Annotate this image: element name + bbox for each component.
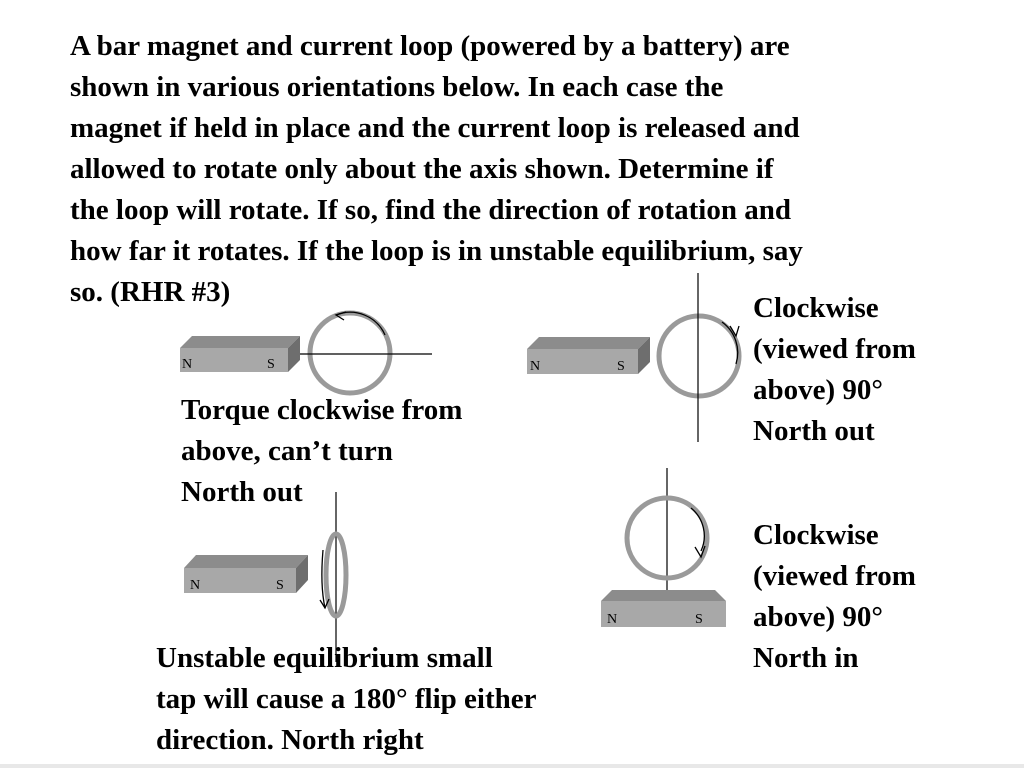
answer-line: (viewed from	[753, 560, 916, 592]
problem-line: shown in various orientations below. In …	[70, 71, 724, 103]
answer-line: Clockwise	[753, 292, 879, 324]
north-pole-label: N	[607, 612, 617, 627]
case-2-diagram: N S	[527, 273, 742, 442]
case-2-answer: Clockwise (viewed from above) 90° North …	[753, 288, 916, 452]
current-loop	[624, 495, 710, 581]
problem-line: allowed to rotate only about the axis sh…	[70, 153, 774, 185]
magnet-front-face	[527, 349, 638, 374]
bar-magnet: N S	[180, 336, 300, 372]
current-direction-arrow	[690, 507, 705, 552]
magnet-top-face	[601, 590, 726, 601]
bar-magnet: N S	[601, 590, 726, 627]
case-3-diagram: N S	[184, 492, 349, 662]
current-direction-arrow	[321, 549, 326, 609]
answer-line: direction. North right	[156, 724, 424, 756]
problem-line: the loop will rotate. If so, find the di…	[70, 194, 791, 226]
south-pole-label: S	[617, 359, 625, 374]
answer-line: North out	[181, 476, 303, 508]
answer-line: tap will cause a 180° flip either	[156, 683, 537, 715]
arrowhead	[319, 598, 330, 610]
magnet-top-face	[184, 555, 308, 568]
bar-magnet: N S	[184, 555, 308, 593]
current-loop	[307, 310, 393, 396]
north-pole-label: N	[530, 359, 540, 374]
case-1-answer: Torque clockwise from above, can’t turn …	[181, 390, 462, 513]
magnet-front-face	[180, 348, 288, 372]
slide-bottom-border	[0, 764, 1024, 768]
case-3-answer: Unstable equilibrium small tap will caus…	[156, 638, 537, 761]
magnet-top-face	[527, 337, 650, 349]
north-pole-label: N	[182, 357, 192, 372]
magnet-front-face	[184, 568, 296, 593]
arrowhead	[729, 325, 740, 338]
magnet-side-face	[296, 555, 308, 593]
arrowhead	[334, 311, 347, 321]
answer-line: above, can’t turn	[181, 435, 393, 467]
answer-line: above) 90°	[753, 374, 884, 406]
north-pole-label: N	[190, 578, 200, 593]
problem-line: magnet if held in place and the current …	[70, 112, 800, 144]
magnet-top-face	[180, 336, 300, 348]
answer-line: Unstable equilibrium small	[156, 642, 493, 674]
case-1-diagram: N S	[180, 310, 432, 396]
bar-magnet: N S	[527, 337, 650, 374]
case-4-answer: Clockwise (viewed from above) 90° North …	[753, 515, 916, 679]
magnet-side-face	[638, 337, 650, 374]
answer-line: Torque clockwise from	[181, 394, 463, 426]
problem-statement: A bar magnet and current loop (powered b…	[70, 26, 960, 313]
answer-line: North in	[753, 642, 859, 674]
answer-line: North out	[753, 415, 875, 447]
magnet-side-face	[288, 336, 300, 372]
current-loop	[323, 531, 349, 619]
problem-line: so. (RHR #3)	[70, 276, 231, 308]
current-loop	[656, 313, 742, 399]
south-pole-label: S	[695, 612, 703, 627]
answer-line: Clockwise	[753, 519, 879, 551]
answer-line: (viewed from	[753, 333, 916, 365]
south-pole-label: S	[276, 578, 284, 593]
answer-line: above) 90°	[753, 601, 884, 633]
case-4-diagram: N S	[601, 468, 726, 627]
south-pole-label: S	[267, 357, 275, 372]
current-direction-arrow	[721, 321, 739, 365]
problem-line: A bar magnet and current loop (powered b…	[70, 30, 790, 62]
arrowhead	[694, 545, 706, 559]
problem-line: how far it rotates. If the loop is in un…	[70, 235, 803, 267]
magnet-front-face	[601, 601, 726, 627]
